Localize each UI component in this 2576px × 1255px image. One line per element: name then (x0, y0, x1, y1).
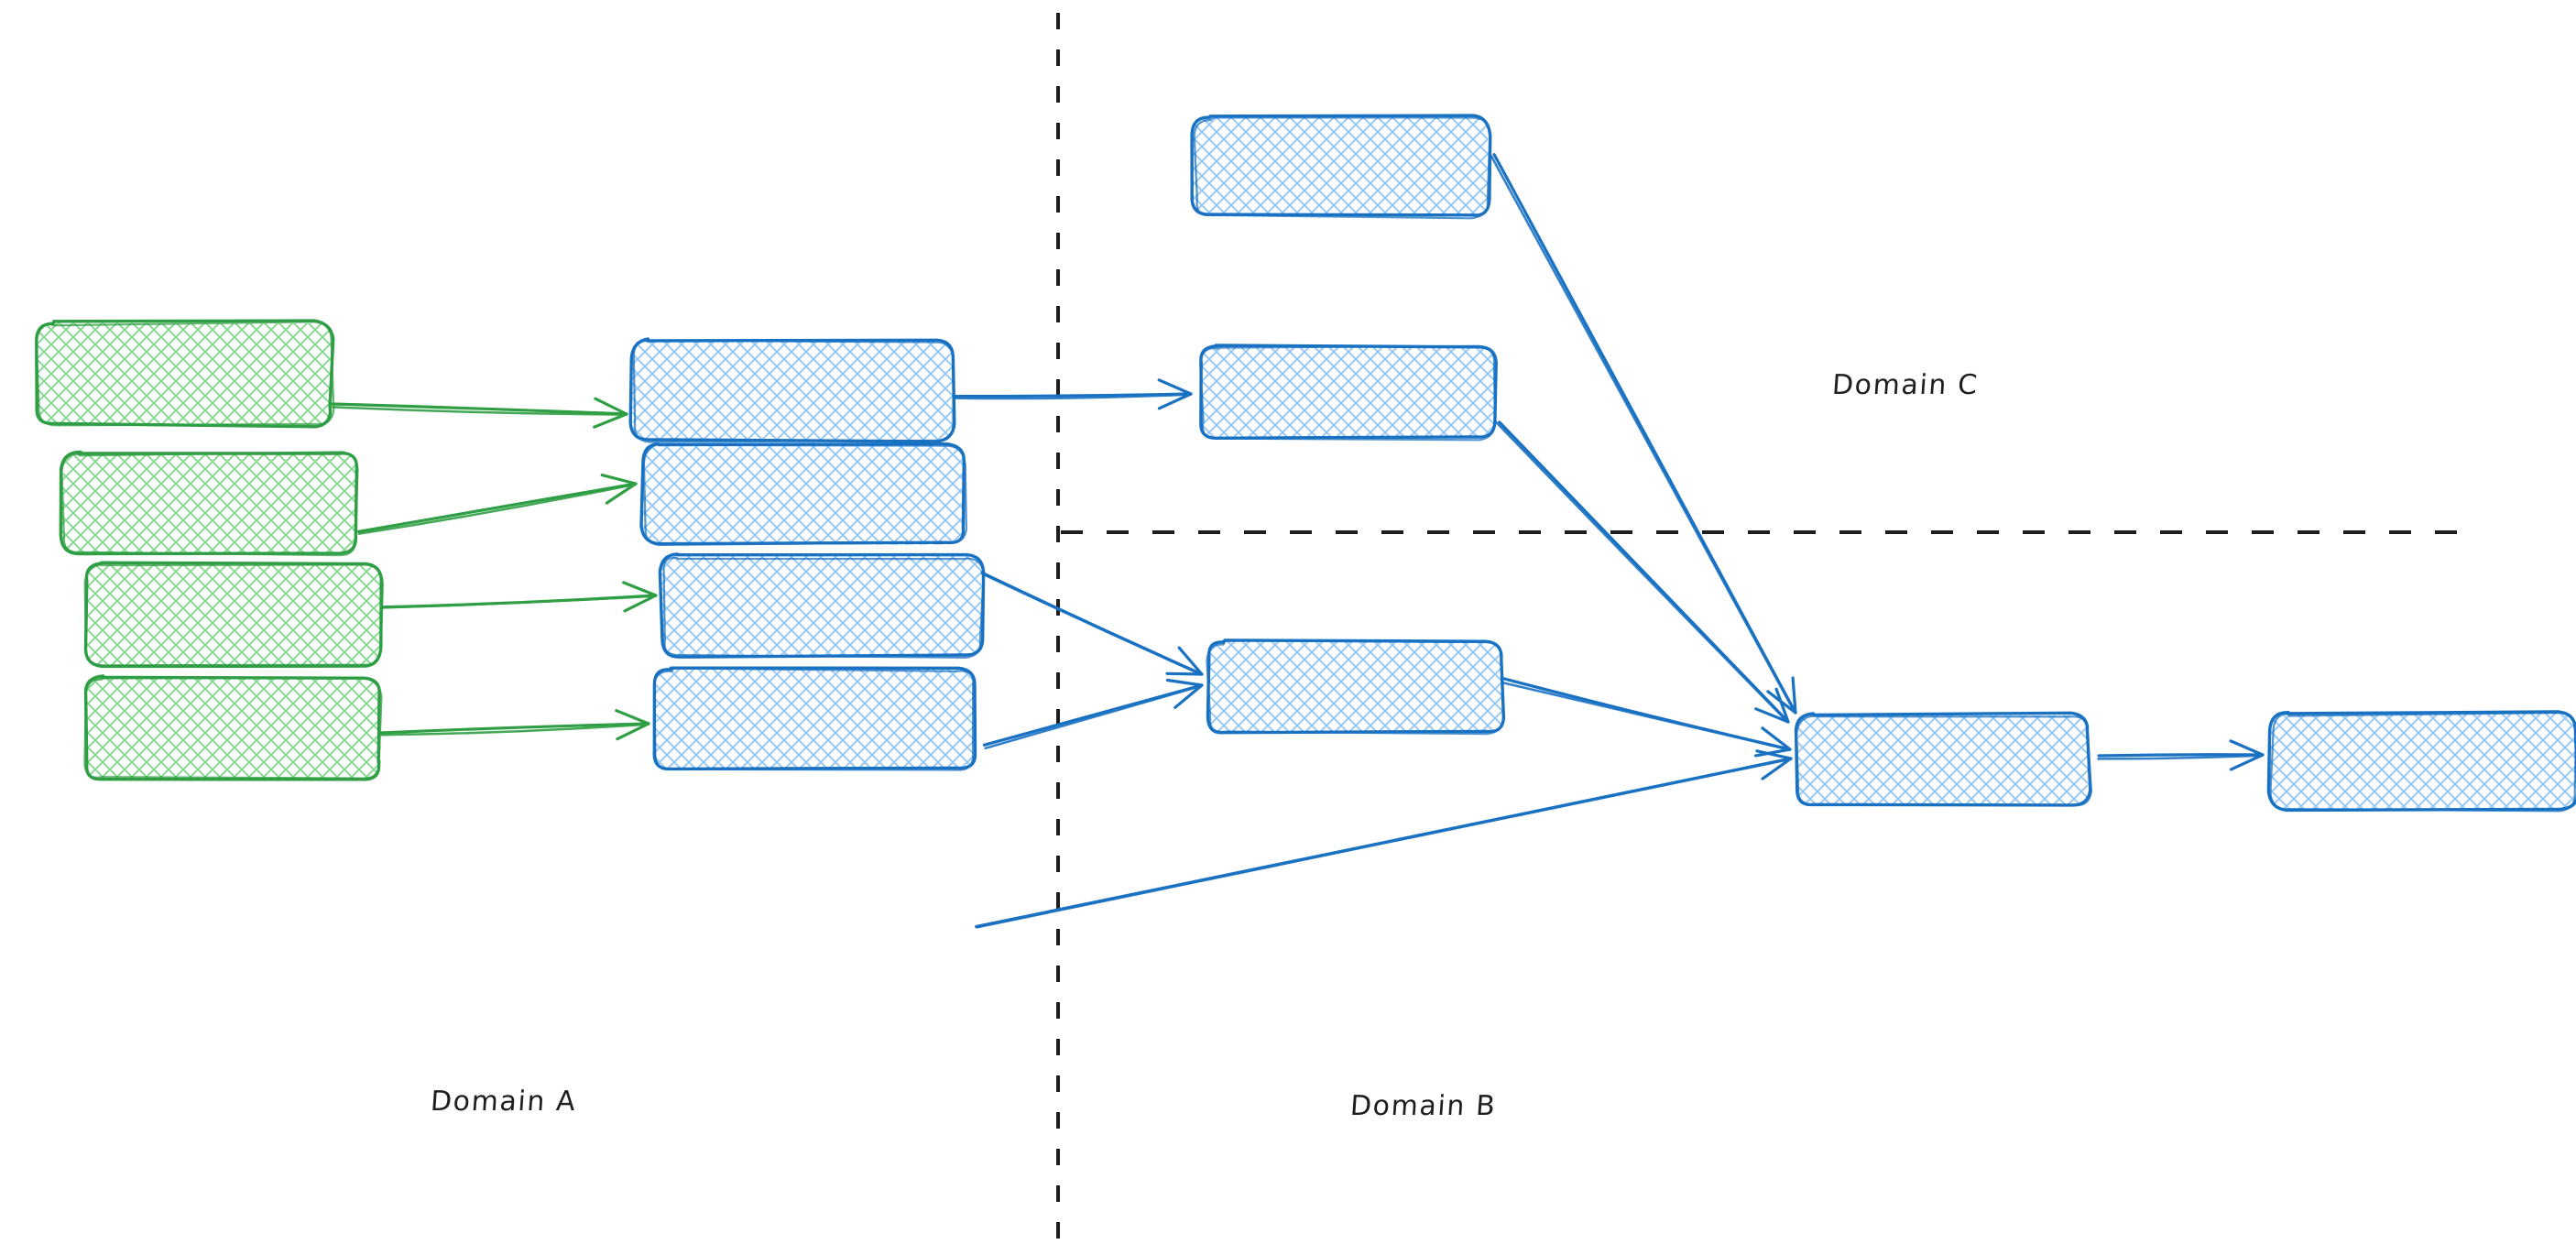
node-outline-2 (2269, 712, 2576, 813)
node-fill (661, 554, 983, 657)
edge-c2-d1 (1494, 420, 1790, 724)
node-fill (632, 339, 954, 441)
node-outline-2 (83, 677, 383, 780)
node-c2[interactable] (1199, 344, 1498, 442)
node-fill (83, 677, 382, 780)
node-fill (2268, 712, 2576, 812)
edge-b2-c3 (961, 562, 1204, 676)
node-b1[interactable] (628, 337, 956, 443)
node-a4[interactable] (83, 674, 383, 781)
node-fill (653, 669, 976, 770)
node-outline-2 (632, 339, 955, 443)
node-a1[interactable] (35, 319, 335, 429)
dividers-layer (1056, 13, 2464, 1241)
node-c1[interactable] (1190, 114, 1492, 220)
node-e1[interactable] (2266, 710, 2576, 813)
node-b4[interactable] (652, 666, 977, 771)
node-fill (642, 444, 964, 545)
node-fill (1797, 715, 2090, 806)
node-outline-2 (1199, 344, 1497, 442)
edge-a4-b4 (379, 709, 650, 741)
node-b3[interactable] (658, 552, 986, 659)
node-outline-2 (60, 451, 359, 557)
domain-label-a: Domain A (429, 1086, 578, 1118)
edge-c1-d1 (1490, 153, 1797, 715)
node-fill (36, 322, 332, 426)
node-outline-2 (653, 667, 975, 771)
node-a3[interactable] (83, 561, 385, 669)
node-outline-2 (642, 442, 967, 547)
edge-b1-c2 (951, 378, 1193, 410)
node-outline-2 (35, 321, 335, 427)
node-outline-2 (662, 556, 985, 659)
node-c3[interactable] (1206, 638, 1506, 736)
node-a2[interactable] (59, 450, 359, 557)
edge-b3-c3 (982, 678, 1204, 750)
node-outline-2 (1193, 116, 1491, 220)
node-b2[interactable] (639, 442, 967, 547)
edge-a2-b2 (356, 474, 638, 535)
node-fill (1199, 345, 1495, 439)
edge-a1-b1 (331, 397, 628, 429)
node-outline-2 (1206, 639, 1505, 736)
node-fill (1206, 639, 1503, 734)
node-fill (1193, 115, 1490, 217)
node-d1[interactable] (1794, 711, 2092, 807)
node-outline-2 (83, 562, 385, 667)
node-fill (85, 563, 380, 665)
edge-a3-b3 (378, 581, 658, 613)
nodes-layer (35, 114, 2576, 813)
node-fill (61, 452, 357, 553)
edge-b4-d1 (975, 749, 1793, 929)
edge-c3-d1 (1499, 676, 1792, 758)
node-outline-2 (1796, 715, 2092, 807)
edge-d1-e1 (2097, 739, 2265, 771)
domain-label-c: Domain C (1830, 369, 1980, 401)
edges-layer (331, 153, 2265, 929)
domain-label-b: Domain B (1348, 1090, 1498, 1122)
